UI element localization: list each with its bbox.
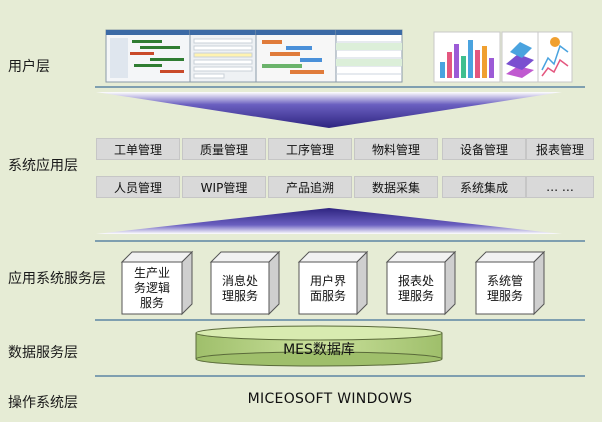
- service-label-system-mgmt: 系统管 理服务: [486, 274, 523, 303]
- service-boxes: [120, 250, 546, 316]
- service-box-4: [385, 250, 457, 316]
- arrow-down-triangle: [96, 92, 562, 128]
- database-cylinder: [195, 325, 443, 367]
- thumbnail-form: [189, 29, 257, 83]
- arrow-up-triangle: [96, 208, 562, 234]
- service-label-business-logic: 生产业 务逻辑 服务: [133, 266, 170, 310]
- divider-app: [95, 240, 585, 242]
- service-box-1: [120, 250, 194, 316]
- os-label: MICEOSOFT WINDOWS: [247, 391, 413, 407]
- database-label: MES数据库: [283, 342, 355, 358]
- divider-data: [95, 375, 585, 377]
- thumbnail-schedule: [255, 29, 337, 83]
- service-label-message: 消息处 理服务: [221, 274, 258, 303]
- thumbnail-bar-chart: [433, 31, 501, 83]
- thumbnail-line-chart: [537, 31, 573, 83]
- module-work-order: 工单管理: [96, 138, 180, 160]
- service-label-ui: 用户界 面服务: [309, 274, 346, 303]
- divider-user: [95, 86, 585, 88]
- thumbnail-gantt: [105, 29, 191, 83]
- layer-label-os: 操作系统层: [8, 395, 78, 411]
- module-personnel: 人员管理: [96, 176, 180, 198]
- module-traceability: 产品追溯: [268, 176, 352, 198]
- module-more: … …: [526, 176, 594, 198]
- thumbnail-3d-chart: [501, 31, 539, 83]
- layer-label-data: 数据服务层: [8, 345, 78, 361]
- module-process: 工序管理: [268, 138, 352, 160]
- layer-label-app: 系统应用层: [8, 158, 78, 174]
- module-data-collection: 数据采集: [354, 176, 438, 198]
- screenshot-thumbnails: [105, 29, 573, 83]
- divider-service: [95, 319, 585, 321]
- module-system-integration: 系统集成: [442, 176, 526, 198]
- service-box-3: [297, 250, 369, 316]
- module-equipment: 设备管理: [442, 138, 526, 160]
- service-box-2: [209, 250, 281, 316]
- service-label-report: 报表处 理服务: [397, 274, 434, 303]
- module-quality: 质量管理: [182, 138, 266, 160]
- module-material: 物料管理: [354, 138, 438, 160]
- service-box-5: [474, 250, 546, 316]
- thumbnail-table: [335, 29, 403, 83]
- layer-label-user: 用户层: [8, 59, 50, 75]
- module-report: 报表管理: [526, 138, 594, 160]
- layer-label-service: 应用系统服务层: [8, 271, 106, 287]
- module-wip: WIP管理: [182, 176, 266, 198]
